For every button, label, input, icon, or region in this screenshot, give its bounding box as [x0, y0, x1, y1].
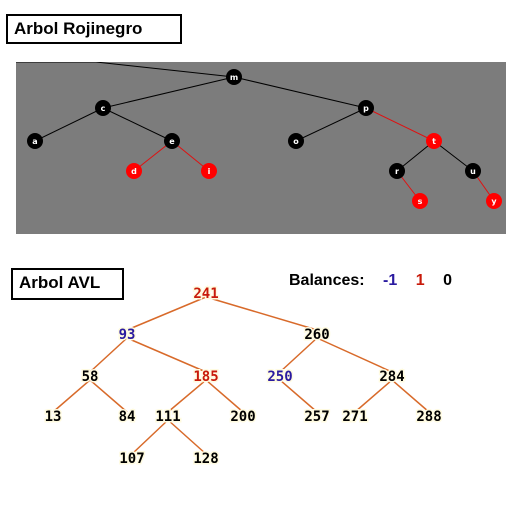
avl-tree-title: Arbol AVL	[11, 268, 124, 300]
avl-node-241: 241	[193, 286, 218, 302]
svg-text:y: y	[491, 197, 497, 206]
rb-tree-title: Arbol Rojinegro	[6, 14, 182, 44]
rb-edge-root-incoming	[95, 62, 235, 78]
rb-node-y: y	[486, 193, 502, 209]
rb-edge-c-e	[102, 107, 173, 142]
svg-text:i: i	[208, 167, 211, 176]
balance-zero: 0	[443, 272, 452, 289]
rb-tree-diagram: m c p a e o t d i r u s y	[16, 62, 502, 209]
balances-label: Balances:	[289, 272, 365, 289]
avl-edge-58-84	[89, 379, 128, 413]
rb-node-m: m	[226, 69, 242, 85]
avl-node-84: 84	[119, 409, 136, 425]
avl-node-13: 13	[45, 409, 62, 425]
rb-node-c: c	[95, 100, 111, 116]
avl-node-200: 200	[230, 409, 255, 425]
avl-node-260: 260	[304, 327, 329, 343]
rb-node-u: u	[465, 163, 481, 179]
rb-edge-e-d	[133, 140, 173, 172]
avl-node-58: 58	[82, 369, 99, 385]
avl-node-250: 250	[267, 369, 292, 385]
rb-edge-p-o	[295, 107, 367, 142]
svg-text:d: d	[131, 167, 137, 176]
avl-edge-111-128	[167, 419, 207, 455]
avl-edge-260-250	[279, 337, 318, 373]
avl-node-128: 128	[193, 451, 218, 467]
rb-edge-m-p	[233, 76, 367, 109]
avl-node-288: 288	[416, 409, 441, 425]
rb-node-e: e	[164, 133, 180, 149]
rb-node-i: i	[201, 163, 217, 179]
avl-edge-241-260	[205, 296, 318, 331]
svg-text:r: r	[395, 167, 399, 176]
avl-node-271: 271	[342, 409, 367, 425]
balance-one: 1	[415, 272, 425, 289]
avl-edge-241-93	[126, 296, 207, 331]
avl-node-257: 257	[304, 409, 329, 425]
avl-edge-250-257	[279, 379, 318, 413]
avl-edge-260-284	[316, 337, 393, 373]
rb-edge-t-u	[433, 140, 474, 172]
avl-node-107: 107	[119, 451, 144, 467]
balances-legend: Balances: -1 1 0	[289, 272, 452, 290]
avl-edge-111-107	[131, 419, 169, 455]
avl-edge-185-111	[167, 379, 207, 413]
svg-text:t: t	[432, 137, 436, 146]
balance-minus-one: -1	[383, 272, 398, 289]
rb-node-t: t	[426, 133, 442, 149]
avl-edge-284-288	[391, 379, 430, 413]
avl-node-93: 93	[119, 327, 136, 343]
rb-edge-c-a	[34, 107, 104, 142]
rb-node-s: s	[412, 193, 428, 209]
svg-text:e: e	[169, 137, 175, 146]
avl-edge-93-185	[126, 337, 207, 373]
rb-node-d: d	[126, 163, 142, 179]
rb-edge-m-c	[102, 76, 235, 109]
rb-tree-panel: m c p a e o t d i r u s y	[16, 62, 506, 234]
avl-node-185: 185	[193, 369, 218, 385]
avl-node-284: 284	[379, 369, 404, 385]
avl-node-111: 111	[155, 409, 180, 425]
svg-text:c: c	[101, 104, 106, 113]
avl-edge-58-13	[52, 379, 91, 413]
rb-node-o: o	[288, 133, 304, 149]
svg-text:s: s	[418, 197, 423, 206]
rb-node-p: p	[358, 100, 374, 116]
svg-text:a: a	[32, 137, 37, 146]
rb-edge-p-t	[365, 107, 435, 142]
rb-node-r: r	[389, 163, 405, 179]
avl-edge-185-200	[205, 379, 244, 413]
avl-edge-284-271	[354, 379, 393, 413]
svg-text:o: o	[293, 137, 299, 146]
svg-text:u: u	[470, 167, 476, 176]
rb-node-a: a	[27, 133, 43, 149]
avl-edge-93-58	[89, 337, 128, 373]
svg-text:p: p	[363, 104, 369, 113]
svg-text:m: m	[230, 73, 238, 82]
